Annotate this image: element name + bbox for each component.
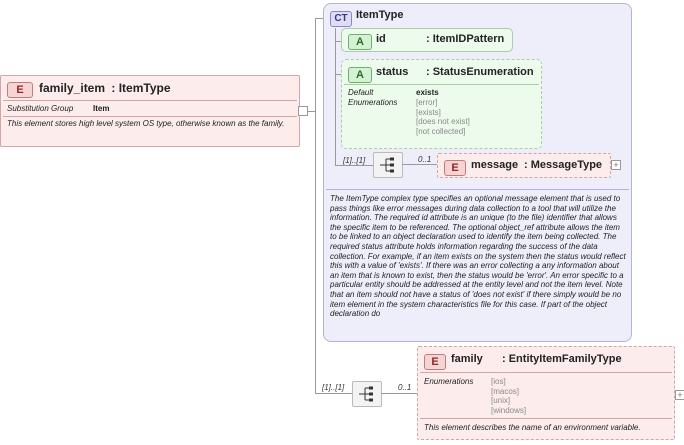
enumeration-value: [windows] xyxy=(491,405,527,415)
family-occurrence-max: 0..1 xyxy=(398,383,412,392)
element-icon: E xyxy=(424,352,446,370)
substitution-group-value: Item xyxy=(93,104,110,113)
attribute-icon: A xyxy=(348,32,372,50)
attribute-status-type: : StatusEnumeration xyxy=(426,66,534,78)
enumeration-value: [does not exist] xyxy=(416,117,470,127)
enumerations-label: Enumerations xyxy=(348,98,398,107)
default-label: Default xyxy=(348,88,374,97)
enumeration-value: [ios] xyxy=(491,377,506,386)
sequence-icon xyxy=(380,157,394,173)
complex-type-description: The ItemType complex type specifies an o… xyxy=(330,194,626,319)
family-occurrence-min: [1]..[1] xyxy=(322,383,345,392)
enumeration-value: [unix] xyxy=(491,396,511,406)
complex-type-icon: CT xyxy=(330,8,352,27)
substitution-group-label: Substitution Group xyxy=(7,104,74,113)
family-type: : EntityItemFamilyType xyxy=(502,353,622,365)
element-icon: E xyxy=(7,80,33,98)
family-item-name: family_item xyxy=(39,81,106,95)
message-occurrence-min: [1]..[1] xyxy=(343,156,366,165)
message-occurrence-max: 0..1 xyxy=(418,155,432,164)
attribute-id-type: : ItemIDPattern xyxy=(426,33,505,45)
enumeration-value: [macos] xyxy=(491,386,520,396)
message-expand-toggle[interactable]: + xyxy=(611,160,621,170)
complex-type-name: ItemType xyxy=(356,9,404,21)
sequence-compositor[interactable] xyxy=(352,381,382,407)
family-description: This element describes the name of an en… xyxy=(424,423,641,432)
attribute-status-name: status xyxy=(376,66,409,78)
enumeration-value: [error] xyxy=(416,98,438,107)
enumerations-label: Enumerations xyxy=(424,377,474,386)
attribute-id[interactable]: A id : ItemIDPattern xyxy=(341,28,513,52)
attribute-status[interactable]: A status : StatusEnumeration Default Enu… xyxy=(341,59,542,149)
element-icon: E xyxy=(444,158,466,176)
family-item-description: This element stores high level system OS… xyxy=(7,119,285,128)
enumeration-value: [exists] xyxy=(416,107,441,117)
default-value: exists xyxy=(416,88,439,97)
family-name: family xyxy=(451,353,483,365)
family-item-element[interactable]: E family_item : ItemType Substitution Gr… xyxy=(0,75,300,147)
family-expand-toggle[interactable]: + xyxy=(675,390,684,400)
family-item-type: : ItemType xyxy=(111,81,171,95)
attribute-icon: A xyxy=(348,65,372,83)
message-element[interactable]: E message : MessageType xyxy=(437,153,611,178)
message-type: : MessageType xyxy=(524,159,603,171)
message-name: message xyxy=(471,159,519,171)
sequence-compositor[interactable] xyxy=(373,152,403,178)
sequence-icon xyxy=(359,386,373,402)
enumeration-value: [not collected] xyxy=(416,126,466,136)
family-element[interactable]: E family : EntityItemFamilyType Enumerat… xyxy=(417,346,675,440)
attribute-id-name: id xyxy=(376,33,386,45)
